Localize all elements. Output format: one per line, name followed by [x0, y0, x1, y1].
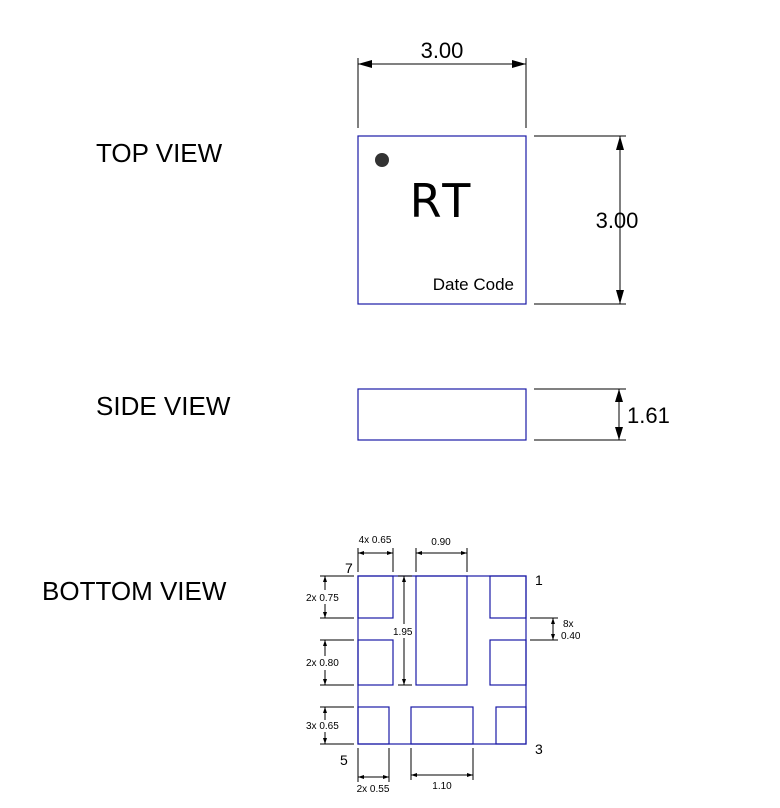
- top-height-arrow-top: [616, 136, 624, 150]
- pin-1-label: 1: [535, 572, 543, 588]
- side-view-label: SIDE VIEW: [96, 391, 231, 421]
- dim-8x040-arrow-top: [551, 618, 555, 624]
- dim-2x075-arrow-top: [323, 576, 327, 582]
- dim-110-arrow-right: [467, 773, 473, 777]
- dim-195-arrow-top: [402, 576, 406, 582]
- side-height-arrow-top: [615, 389, 623, 402]
- dim-110-value: 1.10: [432, 781, 452, 792]
- dim-110-arrow-left: [411, 773, 417, 777]
- pad-7: [357, 575, 394, 619]
- dim-2x055-value: 2x 0.55: [357, 784, 390, 795]
- top-width-arrow-left: [358, 60, 372, 68]
- center-pad-top: [415, 575, 468, 686]
- dim-8x040-value: 0.40: [561, 631, 581, 642]
- dim-2x055-arrow-left: [358, 775, 364, 779]
- pad-2: [489, 639, 527, 686]
- top-view: TOP VIEW RT Date Code 3.00 3.00: [96, 38, 639, 305]
- dim-4x065-arrow-right: [387, 551, 393, 555]
- pad-3: [495, 706, 527, 745]
- dim-195-arrow-bottom: [402, 679, 406, 685]
- dim-4x065-value: 4x 0.65: [359, 535, 392, 546]
- side-view-package-outline: [357, 388, 527, 441]
- package-marking: RT: [410, 174, 475, 228]
- top-width-value: 3.00: [421, 38, 464, 63]
- dim-090-value: 0.90: [431, 537, 451, 548]
- dim-2x075-value: 2x 0.75: [306, 593, 339, 604]
- dim-8x040-count: 8x: [563, 619, 574, 630]
- top-view-package-outline: [357, 135, 527, 305]
- bottom-view-label: BOTTOM VIEW: [42, 576, 227, 606]
- bottom-view-package-outline: [357, 575, 527, 745]
- side-height-arrow-bottom: [615, 427, 623, 440]
- bottom-view: BOTTOM VIEW 7 1 3 5 4x 0.65 0.90: [42, 535, 581, 795]
- dim-3x065-arrow-top: [323, 707, 327, 713]
- pad-5: [357, 706, 390, 745]
- top-view-label: TOP VIEW: [96, 138, 223, 168]
- dim-4x065-arrow-left: [358, 551, 364, 555]
- pin1-indicator-dot: [375, 153, 389, 167]
- dim-2x080-value: 2x 0.80: [306, 658, 339, 669]
- pad-6: [357, 639, 394, 686]
- pin-7-label: 7: [345, 560, 353, 576]
- pad-1: [489, 575, 527, 619]
- top-width-arrow-right: [512, 60, 526, 68]
- dim-3x065-value: 3x 0.65: [306, 721, 339, 732]
- side-view: SIDE VIEW 1.61: [96, 388, 670, 441]
- dim-2x080-arrow-top: [323, 640, 327, 646]
- center-pad-bottom: [410, 706, 474, 745]
- dim-2x075-arrow-bottom: [323, 612, 327, 618]
- top-height-value: 3.00: [596, 208, 639, 233]
- dim-2x055-arrow-right: [383, 775, 389, 779]
- side-thickness-value: 1.61: [627, 403, 670, 428]
- pin-3-label: 3: [535, 741, 543, 757]
- date-code-label: Date Code: [433, 275, 514, 294]
- pin-5-label: 5: [340, 752, 348, 768]
- dim-090-arrow-left: [416, 551, 422, 555]
- dim-2x080-arrow-bottom: [323, 679, 327, 685]
- top-height-arrow-bottom: [616, 290, 624, 304]
- dim-195-value: 1.95: [393, 627, 413, 638]
- dim-3x065-arrow-bottom: [323, 738, 327, 744]
- dim-090-arrow-right: [461, 551, 467, 555]
- dim-8x040-arrow-bottom: [551, 634, 555, 640]
